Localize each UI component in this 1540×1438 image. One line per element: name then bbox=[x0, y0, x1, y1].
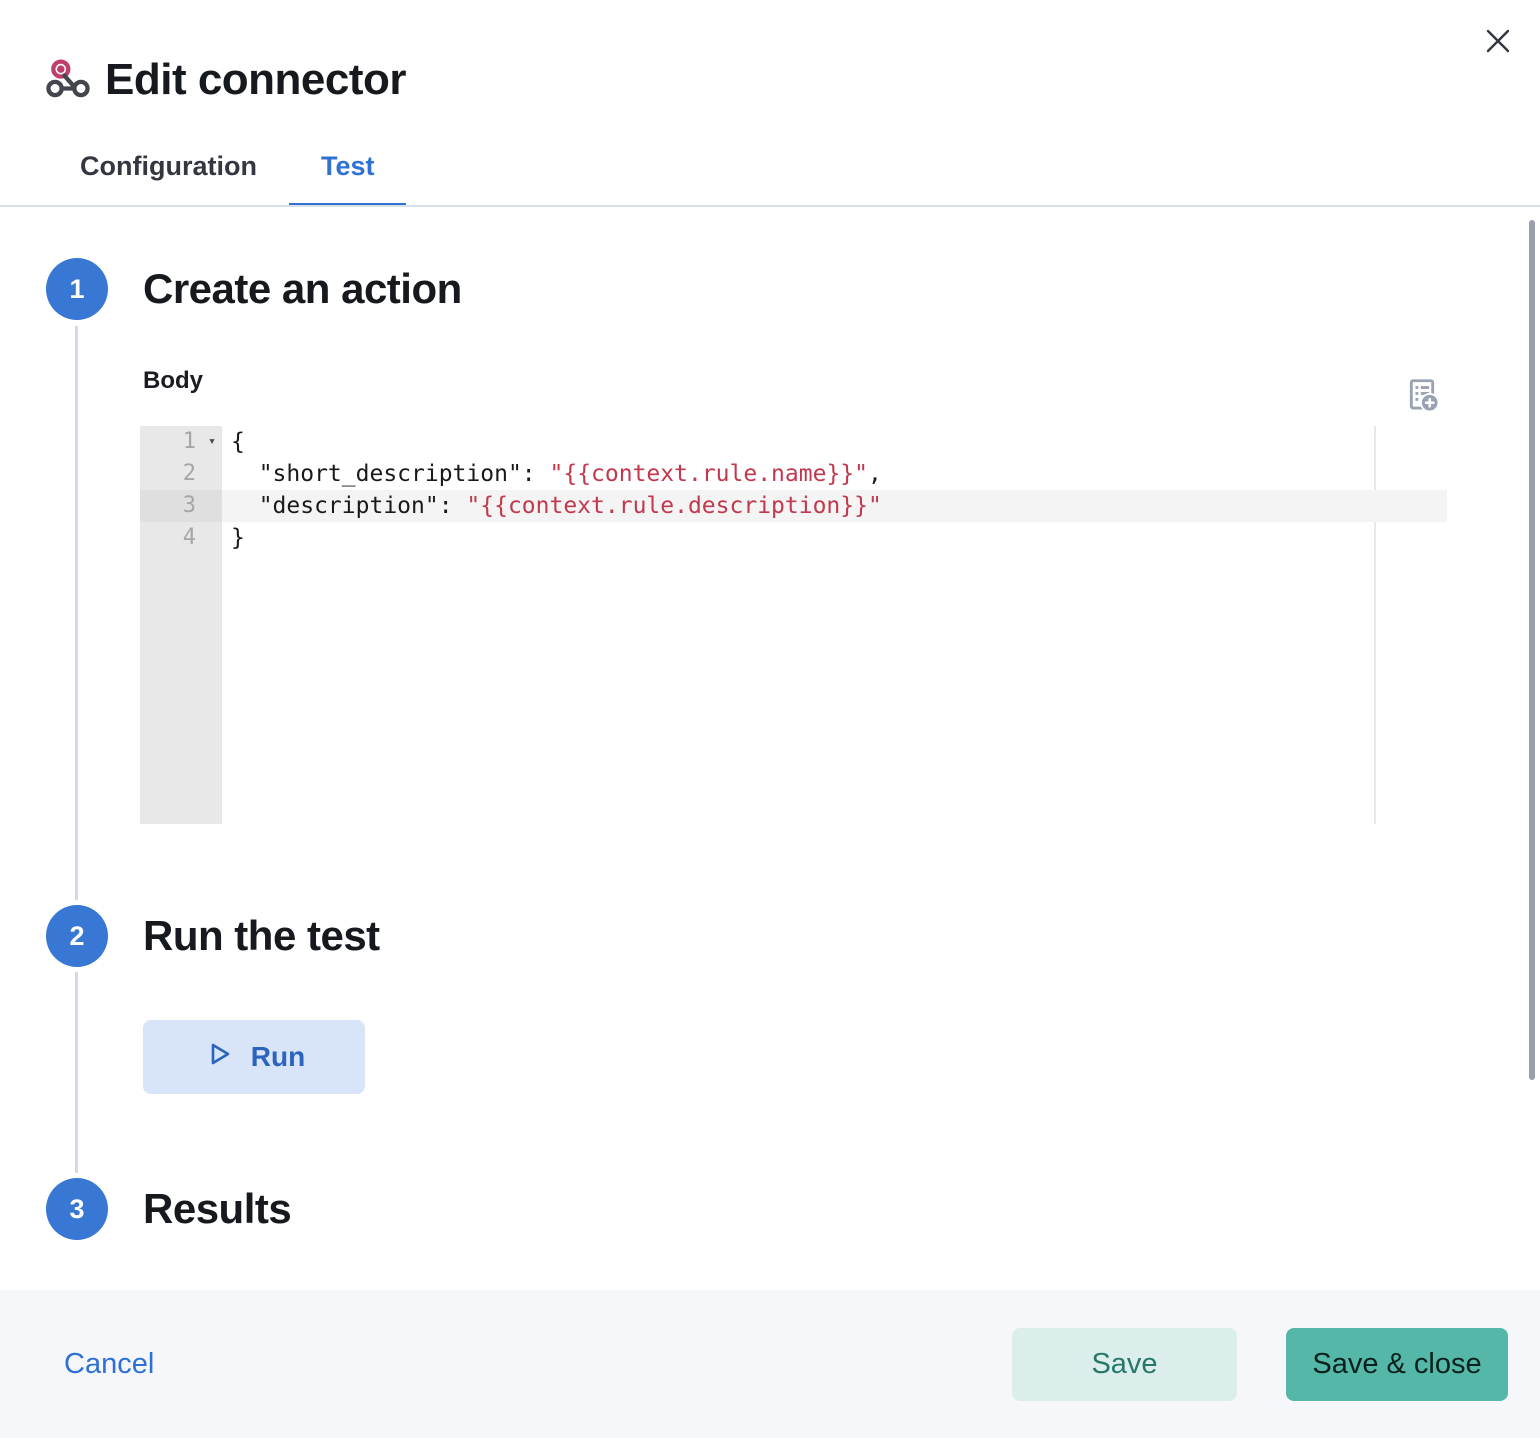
code-line: } bbox=[231, 525, 245, 551]
step-2-title: Run the test bbox=[143, 912, 380, 959]
run-button-label: Run bbox=[250, 1041, 306, 1072]
step-1-title: Create an action bbox=[143, 265, 462, 312]
step-1-badge: 1 bbox=[46, 258, 108, 320]
play-icon bbox=[203, 1038, 235, 1077]
close-button[interactable] bbox=[1478, 22, 1518, 62]
code-editor[interactable]: 1▾ 2 3 4 { "short_description": "{{context.… bbox=[140, 426, 1447, 824]
step-connector-line bbox=[75, 972, 78, 1173]
step-3-header: 3 Results bbox=[46, 1178, 292, 1240]
editor-content: { "short_description": "{{context.rule.n… bbox=[222, 426, 1447, 554]
code-line: "description": "{{context.rule.descripti… bbox=[222, 490, 1447, 522]
tab-test[interactable]: Test bbox=[288, 126, 407, 208]
line-number: 3 bbox=[140, 490, 222, 522]
close-icon bbox=[1483, 26, 1513, 59]
step-connector-line bbox=[75, 326, 78, 900]
editor-gutter: 1▾ 2 3 4 bbox=[140, 426, 222, 824]
webhook-icon bbox=[45, 54, 91, 105]
vertical-scrollbar[interactable] bbox=[1529, 220, 1535, 1080]
save-and-close-button[interactable]: Save & close bbox=[1286, 1327, 1508, 1401]
line-number: 2 bbox=[182, 461, 196, 486]
line-number: 4 bbox=[182, 525, 196, 550]
line-number: 1▾ bbox=[140, 426, 222, 458]
save-button[interactable]: Save bbox=[1012, 1327, 1237, 1401]
title-row: Edit connector bbox=[45, 54, 407, 105]
header-divider bbox=[0, 205, 1540, 207]
run-button[interactable]: Run bbox=[143, 1020, 365, 1094]
flyout-footer: Cancel Save Save & close bbox=[0, 1290, 1540, 1438]
flyout-header: Edit connector Configuration Test bbox=[0, 0, 1540, 208]
fold-caret-icon[interactable]: ▾ bbox=[208, 434, 216, 449]
code-line: "short_description": "{{context.rule.nam… bbox=[231, 461, 882, 487]
step-2-header: 2 Run the test bbox=[46, 905, 380, 967]
tab-bar: Configuration Test bbox=[48, 126, 407, 208]
code-line: { bbox=[231, 429, 245, 455]
flyout-body: 1 Create an action Body bbox=[0, 207, 1540, 1290]
step-1-header: 1 Create an action bbox=[46, 258, 462, 320]
add-variable-icon bbox=[1403, 376, 1441, 417]
editor-print-margin bbox=[1374, 426, 1376, 824]
step-3-title: Results bbox=[143, 1185, 292, 1232]
body-field-label: Body bbox=[143, 367, 203, 394]
tab-configuration[interactable]: Configuration bbox=[48, 126, 289, 206]
step-3-badge: 3 bbox=[46, 1178, 108, 1240]
page-title: Edit connector bbox=[105, 54, 407, 104]
cancel-button[interactable]: Cancel bbox=[64, 1347, 155, 1380]
step-2-badge: 2 bbox=[46, 905, 108, 967]
add-variable-button[interactable] bbox=[1401, 375, 1443, 417]
